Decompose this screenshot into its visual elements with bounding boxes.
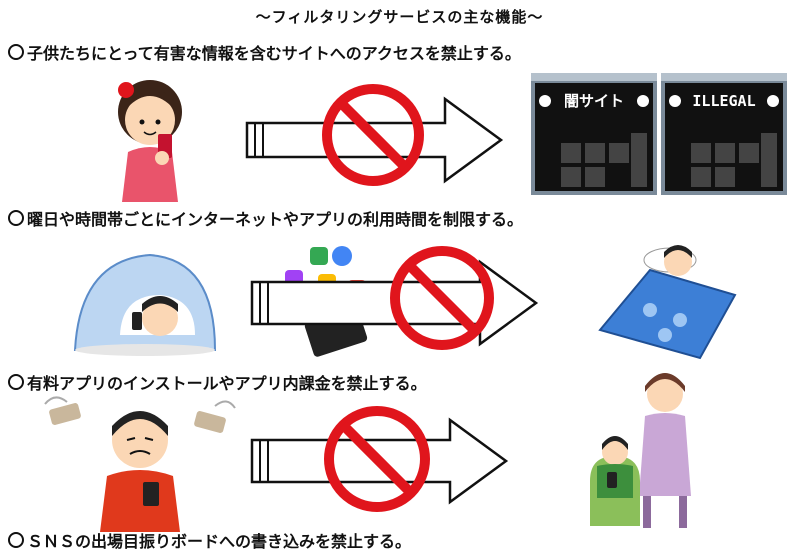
prohibit-sign-2	[390, 246, 494, 350]
sleeping-child-illustration	[598, 245, 737, 360]
girl-with-phone-illustration	[118, 80, 182, 202]
page-title: ～フィルタリングサービスの主な機能～	[255, 8, 544, 26]
row-2-label: 曜日や時間帯ごとにインターネットやアプリの利用時間を制限する。	[8, 206, 523, 230]
row-2-text: 曜日や時間帯ごとにインターネットやアプリの利用時間を制限する。	[27, 210, 524, 229]
prohibit-sign-1	[322, 84, 424, 186]
illegal-site-screen-1: 闇サイト	[531, 73, 657, 195]
circle-bullet-icon	[8, 44, 24, 60]
row-3-label: 有料アプリのインストールやアプリ内課金を禁止する。	[8, 370, 427, 394]
worried-boy-illustration	[44, 396, 236, 532]
row-1-label: 子供たちにとって有害な情報を含むサイトへのアクセスを禁止する。	[8, 40, 521, 64]
row-1-text: 子供たちにとって有害な情報を含むサイトへのアクセスを禁止する。	[27, 44, 521, 63]
mother-and-child-illustration	[590, 373, 691, 528]
screen-2-title: ILLEGAL	[692, 92, 755, 110]
row-3-text: 有料アプリのインストールやアプリ内課金を禁止する。	[27, 374, 427, 393]
row-4-label: ＳＮＳの出場目振りボードへの書き込みを禁止する。	[8, 528, 411, 552]
row-4-text: ＳＮＳの出場目振りボードへの書き込みを禁止する。	[27, 532, 412, 551]
screen-1-title: 闇サイト	[564, 92, 624, 110]
illegal-site-screen-2: ILLEGAL	[661, 73, 787, 195]
prohibit-sign-3	[324, 406, 430, 512]
circle-bullet-icon	[8, 532, 24, 548]
circle-bullet-icon	[8, 374, 24, 390]
circle-bullet-icon	[8, 210, 24, 226]
child-under-blanket-illustration	[73, 253, 217, 356]
